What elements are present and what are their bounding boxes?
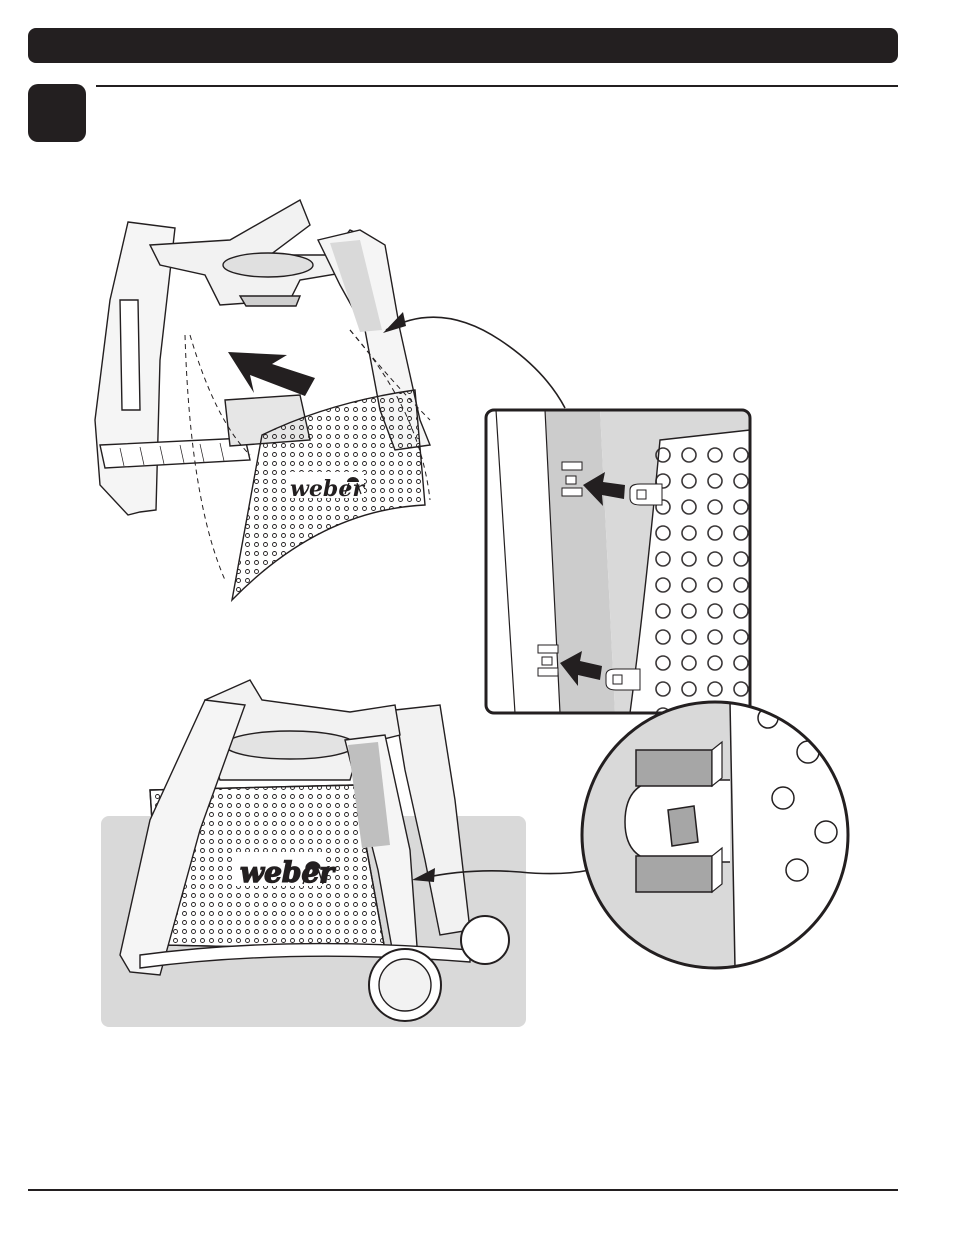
step-number-badge <box>28 84 86 142</box>
kettle-grill-logo-icon <box>344 477 362 495</box>
arrow-icon <box>228 352 315 396</box>
cart-assembled: weber <box>119 679 510 1022</box>
cart-frame-top <box>94 198 431 516</box>
step-divider <box>96 85 898 87</box>
magnifier-callout-icon <box>580 700 850 970</box>
brand-logo-bottom: weber <box>240 856 336 889</box>
kettle-grill-logo-icon <box>302 861 324 885</box>
header-bar <box>28 28 898 63</box>
side-panel-top: weber <box>230 389 426 603</box>
zoom-inset <box>484 408 752 715</box>
footer-divider <box>28 1189 898 1191</box>
